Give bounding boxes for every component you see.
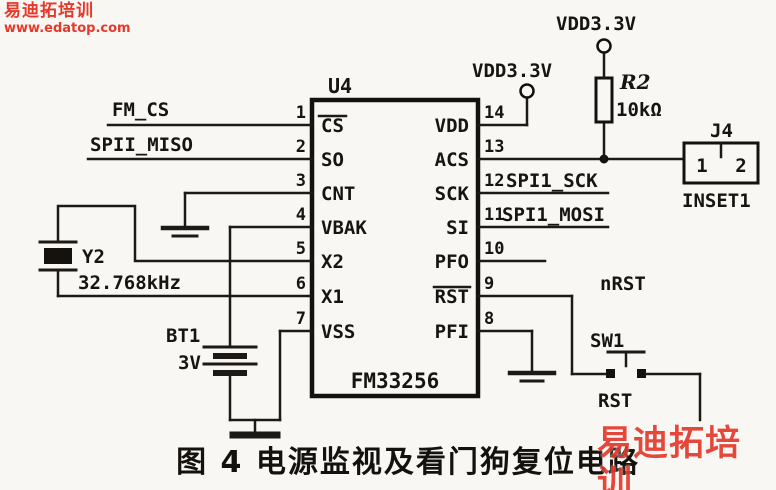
- switch-contact: [637, 369, 646, 378]
- watermark-top-left: 易迪拓培训 www.edatop.com: [4, 1, 131, 36]
- pin-label-sck: SCK: [435, 183, 470, 205]
- connector-ref: J4: [710, 120, 733, 142]
- switch-ref: SW1: [590, 330, 624, 352]
- ground-symbol-cnt: [160, 225, 210, 238]
- pin-number-8: 8: [484, 309, 494, 329]
- resistor-ref: R2: [619, 70, 651, 94]
- crystal-symbol: [38, 240, 78, 272]
- net-label-nrst: nRST: [600, 273, 646, 295]
- chip-body: [309, 97, 481, 399]
- pin-label-x2: X2: [321, 251, 344, 273]
- connector-pin-1: 1: [696, 155, 707, 177]
- pin-label-vbak: VBAK: [321, 217, 367, 239]
- net-label-spi1-sck: SPI1_SCK: [506, 170, 598, 192]
- pin-label-vdd: VDD: [435, 115, 469, 137]
- crystal-value: 32.768kHz: [78, 272, 181, 294]
- pin-number-6: 6: [296, 274, 306, 294]
- pin-number-1: 1: [296, 103, 306, 123]
- crystal-body: [44, 248, 72, 264]
- watermark-site: www.edatop.com: [4, 20, 131, 36]
- pin-number-3: 3: [296, 171, 306, 191]
- ground-symbol-pfi: [507, 370, 557, 383]
- battery-symbol: [202, 345, 258, 376]
- chip-ref: U4: [328, 74, 352, 98]
- net-label-fm-cs: FM_CS: [112, 99, 169, 121]
- crystal-ref: Y2: [82, 246, 105, 268]
- power-terminal: [596, 38, 612, 54]
- figure-caption: 图 4 电源监视及看门狗复位电路: [176, 445, 640, 480]
- watermark-bottom-right: 易迪拓培训 www.edatop.com: [597, 424, 776, 490]
- net-label-spii-miso: SPII_MISO: [90, 134, 193, 156]
- pin-label-x1: X1: [321, 286, 344, 308]
- pin-label-vss: VSS: [321, 321, 355, 343]
- battery-value: 3V: [178, 352, 201, 374]
- pin-number-13: 13: [484, 137, 504, 157]
- pin-number-10: 10: [484, 239, 504, 259]
- resistor-value: 10kΩ: [616, 99, 662, 121]
- pin-number-9: 9: [484, 274, 494, 294]
- pin-number-5: 5: [296, 239, 306, 259]
- net-label-vdd-right: VDD3.3V: [556, 13, 636, 35]
- pin-label-pfi: PFI: [435, 321, 469, 343]
- pin-number-7: 7: [296, 309, 306, 329]
- pin-label-so: SO: [321, 149, 344, 171]
- pushbutton-symbol: [606, 350, 646, 378]
- pin-label-rst: RST: [435, 286, 469, 308]
- power-terminal: [519, 83, 535, 99]
- battery-ref: BT1: [166, 325, 200, 347]
- wire-x2: [56, 204, 314, 263]
- net-label-vdd-left: VDD3.3V: [472, 60, 552, 82]
- pin-label-cs: CS: [321, 115, 344, 137]
- net-label-spi1-mosi: SPI1_MOSI: [502, 204, 605, 226]
- pin-number-2: 2: [296, 137, 306, 157]
- chip-part: FM33256: [351, 369, 440, 393]
- switch-label: RST: [598, 390, 632, 412]
- pin-number-4: 4: [296, 205, 306, 225]
- pin-number-11: 11: [484, 205, 504, 225]
- pin-number-12: 12: [484, 171, 504, 191]
- connector-pin-2: 2: [735, 155, 746, 177]
- resistor-symbol: [594, 76, 614, 124]
- switch-contact: [606, 369, 615, 378]
- watermark-brand: 易迪拓培训: [4, 1, 94, 21]
- watermark-brand: 易迪拓培训: [597, 424, 742, 490]
- pin-label-si: SI: [446, 217, 469, 239]
- pin-label-cnt: CNT: [321, 183, 355, 205]
- pin-label-pfo: PFO: [435, 251, 469, 273]
- pin-number-14: 14: [484, 103, 504, 123]
- pin-label-acs: ACS: [435, 149, 469, 171]
- connector-label: INSET1: [682, 190, 751, 212]
